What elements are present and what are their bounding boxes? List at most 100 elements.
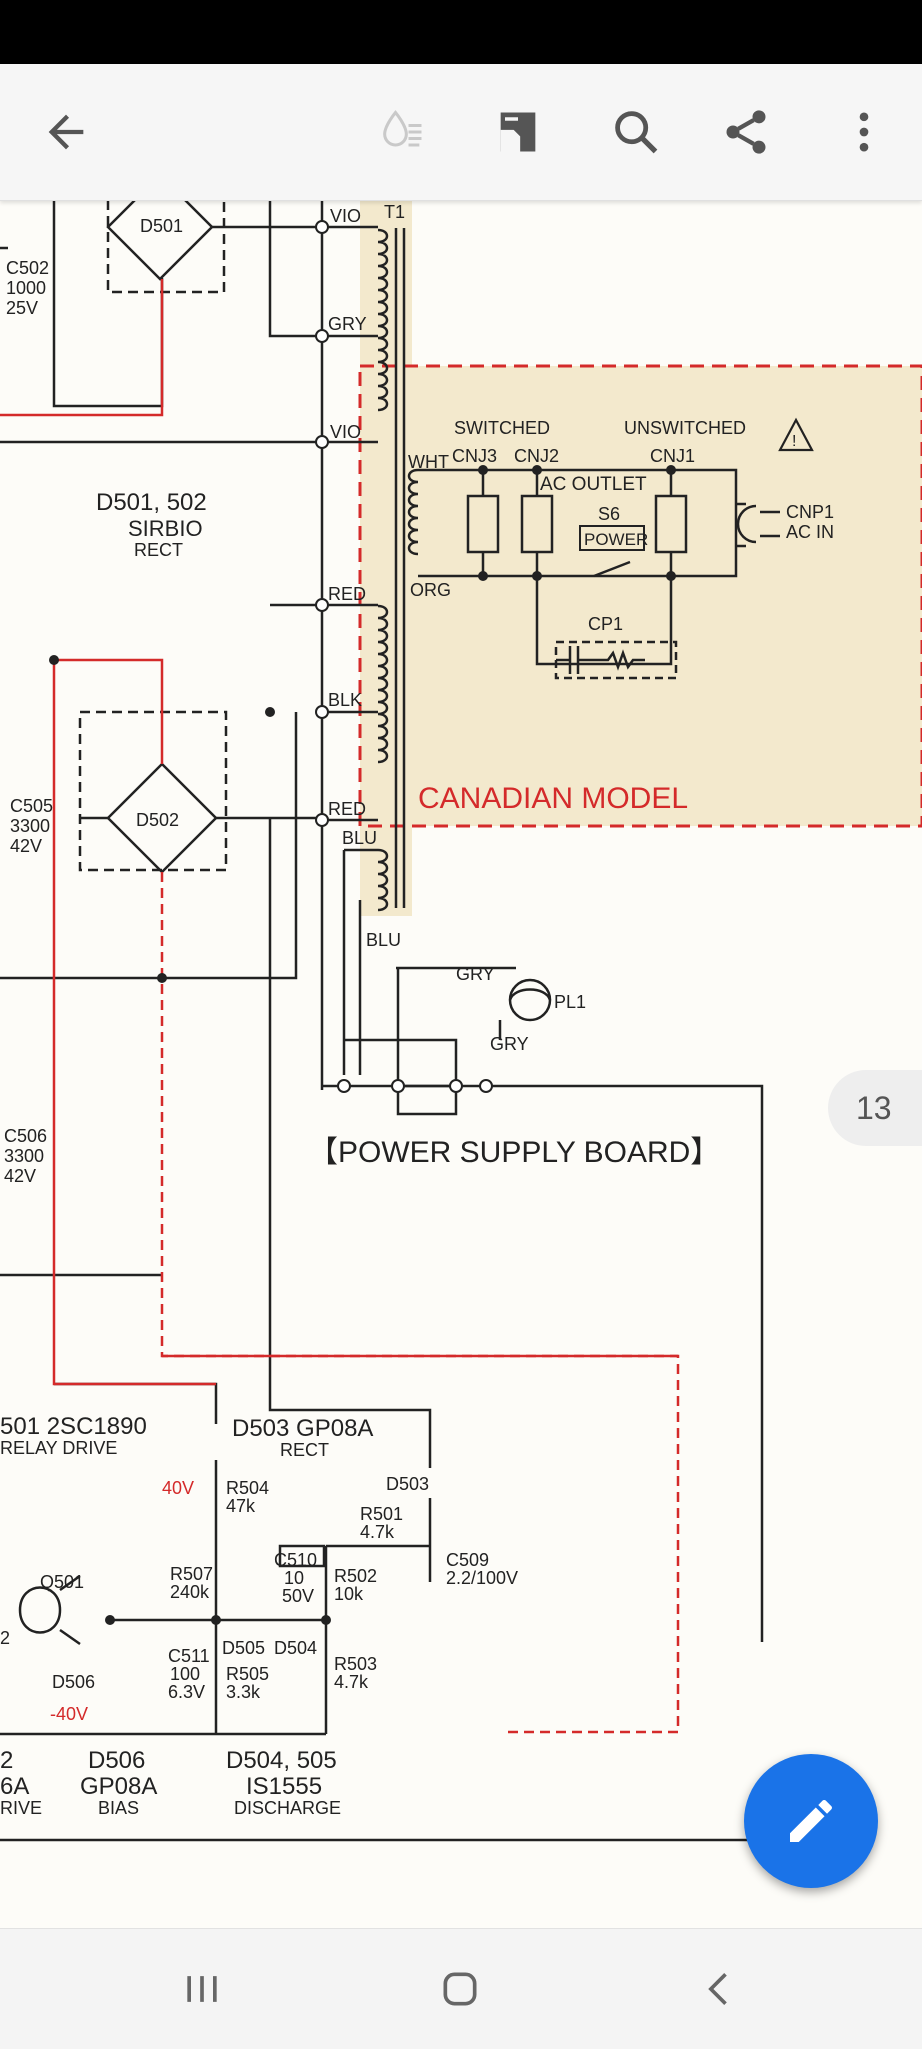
- label-d501-502: D501, 502: [96, 489, 207, 516]
- label-blk: BLK: [328, 690, 362, 710]
- label-unswitched: UNSWITCHED: [624, 418, 746, 438]
- label-cnj1: CNJ1: [650, 446, 695, 466]
- label-bottom-bias: BIAS: [98, 1798, 139, 1818]
- home-button[interactable]: [420, 1959, 500, 2019]
- search-button[interactable]: [602, 98, 670, 166]
- label-c506-value: 3300: [4, 1146, 44, 1166]
- label-vio-1: VIO: [330, 206, 361, 226]
- label-d502: D502: [136, 810, 179, 830]
- label-d505: D505: [222, 1638, 265, 1658]
- label-gry-3: GRY: [490, 1034, 529, 1054]
- label-t1: T1: [384, 202, 405, 222]
- label-c510-voltage: 50V: [282, 1586, 314, 1606]
- label-r501: R501: [360, 1504, 403, 1524]
- label-c509: C509: [446, 1550, 489, 1570]
- more-vert-icon: [859, 112, 869, 152]
- label-r503: R503: [334, 1654, 377, 1674]
- label-r505: R505: [226, 1664, 269, 1684]
- label-canadian-model: CANADIAN MODEL: [418, 782, 688, 815]
- label-gry-1: GRY: [328, 314, 367, 334]
- svg-text:!: !: [792, 433, 796, 450]
- label-d501: D501: [140, 216, 183, 236]
- label-q-2: 2: [0, 1628, 10, 1648]
- label-bottom-d504-505: D504, 505: [226, 1747, 337, 1774]
- chevron-left-icon: [708, 1973, 727, 2005]
- label-bottom-rive: RIVE: [0, 1798, 42, 1818]
- label-r507: R507: [170, 1564, 213, 1584]
- label-c510: C510: [274, 1550, 317, 1570]
- share-icon: [726, 110, 766, 154]
- label-r502: R502: [334, 1566, 377, 1586]
- label-relay-drive: RELAY DRIVE: [0, 1438, 117, 1458]
- label-d506: D506: [52, 1672, 95, 1692]
- label-sirb10: SIRBIO: [128, 516, 203, 541]
- label-bottom-2: 2: [0, 1747, 13, 1774]
- label-power-supply-board: 【POWER SUPPLY BOARD】: [308, 1136, 720, 1169]
- label-bottom-d506: D506: [88, 1747, 145, 1774]
- recent-apps-button[interactable]: [162, 1959, 242, 2019]
- back-button[interactable]: [32, 98, 100, 166]
- label-cnp1: CNP1: [786, 502, 834, 522]
- top-toolbar: [0, 64, 922, 201]
- recent-apps-icon: [187, 1976, 217, 2002]
- edit-fab-button[interactable]: [744, 1754, 878, 1888]
- label-bottom-gp08a: GP08A: [80, 1773, 157, 1800]
- label-c502-value: 1000: [6, 278, 46, 298]
- label-r507-value: 240k: [170, 1582, 210, 1602]
- status-bar: [0, 0, 922, 64]
- label-bottom-is1555: IS1555: [246, 1773, 322, 1800]
- label-c505-value: 3300: [10, 816, 50, 836]
- label-blu-2: BLU: [366, 930, 401, 950]
- label-c505: C505: [10, 796, 53, 816]
- label-r505-value: 3.3k: [226, 1682, 261, 1702]
- label-c510-value: 10: [284, 1568, 304, 1588]
- reading-mode-button[interactable]: [368, 98, 436, 166]
- label-red-2: RED: [328, 799, 366, 819]
- label-c505-voltage: 42V: [10, 836, 42, 856]
- label-wht: WHT: [408, 452, 449, 472]
- more-options-button[interactable]: [830, 98, 898, 166]
- label-40v: 40V: [162, 1478, 194, 1498]
- home-icon: [443, 1972, 477, 2006]
- schematic-page: D501 C502 1000 25V VIO T1 GRY VIO D501, …: [0, 200, 922, 1842]
- label-gry-2: GRY: [456, 964, 495, 984]
- label-c511-voltage: 6.3V: [168, 1682, 205, 1702]
- label-r503-value: 4.7k: [334, 1672, 369, 1692]
- label-r504-value: 47k: [226, 1496, 256, 1516]
- bookmark-button[interactable]: [484, 98, 552, 166]
- label-c511-value: 100: [170, 1664, 200, 1684]
- label-blu-1: BLU: [342, 828, 377, 848]
- label-minus-40v: -40V: [50, 1704, 88, 1724]
- reading-mode-icon: [383, 110, 422, 147]
- bookmark-icon: [500, 112, 536, 152]
- pencil-icon: [790, 1799, 832, 1842]
- label-r502-value: 10k: [334, 1584, 364, 1604]
- back-arrow-icon: [48, 114, 84, 150]
- document-viewer[interactable]: D501 C502 1000 25V VIO T1 GRY VIO D501, …: [0, 200, 922, 1928]
- label-pl1: PL1: [554, 992, 586, 1012]
- label-ac-in: AC IN: [786, 522, 834, 542]
- canadian-region: [360, 366, 922, 826]
- label-cnj3: CNJ3: [452, 446, 497, 466]
- search-icon: [615, 111, 658, 154]
- label-power: POWER: [584, 530, 648, 549]
- label-cp1: CP1: [588, 614, 623, 634]
- label-bottom-6a: 6A: [0, 1773, 29, 1800]
- label-c506: C506: [4, 1126, 47, 1146]
- label-s6: S6: [598, 504, 620, 524]
- label-c502-voltage: 25V: [6, 298, 38, 318]
- label-c506-voltage: 42V: [4, 1166, 36, 1186]
- label-switched: SWITCHED: [454, 418, 550, 438]
- label-r501-value: 4.7k: [360, 1522, 395, 1542]
- label-ac-outlet: AC OUTLET: [540, 474, 647, 495]
- system-nav-bar: [0, 1928, 922, 2049]
- label-r504: R504: [226, 1478, 269, 1498]
- label-vio-2: VIO: [330, 422, 361, 442]
- label-c511: C511: [168, 1646, 210, 1666]
- label-bottom-discharge: DISCHARGE: [234, 1798, 341, 1818]
- label-rect: RECT: [134, 540, 183, 560]
- share-button[interactable]: [712, 98, 780, 166]
- label-d503-title: D503 GP08A: [232, 1415, 373, 1442]
- back-nav-button[interactable]: [680, 1959, 760, 2019]
- page-number-indicator: 13: [828, 1070, 922, 1146]
